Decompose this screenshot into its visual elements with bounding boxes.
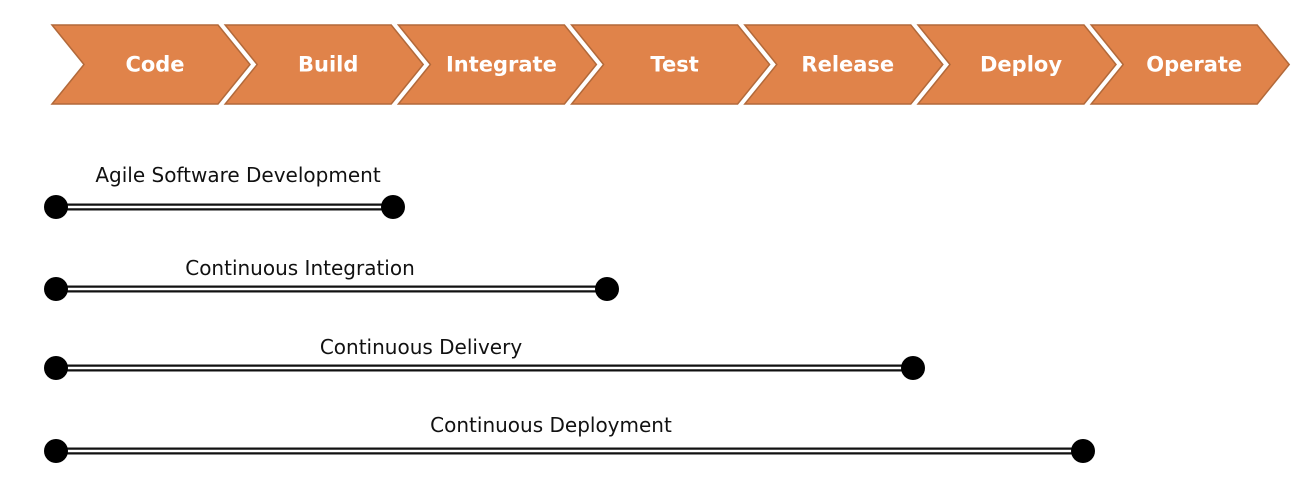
stage-chevron-shape: [1089, 24, 1291, 105]
span-label: Continuous Integration: [185, 256, 415, 280]
stage-label: Test: [650, 53, 698, 77]
span-continuous-delivery: Continuous Delivery: [44, 335, 925, 380]
span-end-dot: [595, 277, 619, 301]
stage-deploy: Deploy: [916, 24, 1117, 105]
stage-label: Deploy: [980, 53, 1062, 77]
pipeline-stages: Code Build Integrate Test Release Deploy Opera…: [50, 24, 1291, 105]
stage-chevron-shape: [570, 24, 771, 105]
stage-chevron-shape: [50, 24, 251, 105]
span-continuous-deployment: Continuous Deployment: [44, 413, 1095, 463]
span-continuous-integration: Continuous Integration: [44, 256, 619, 301]
stage-chevron-shape: [396, 24, 598, 105]
span-agile-software-development: Agile Software Development: [44, 163, 405, 219]
stage-chevron-shape: [223, 24, 425, 105]
span-end-dot: [1071, 439, 1095, 463]
stage-label: Integrate: [446, 53, 557, 77]
span-label: Continuous Deployment: [430, 413, 672, 437]
stage-chevron-shape: [916, 24, 1117, 105]
stage-code: Code: [50, 24, 251, 105]
stage-chevron-shape: [743, 24, 944, 105]
stage-integrate: Integrate: [396, 24, 598, 105]
span-end-dot: [901, 356, 925, 380]
stage-release: Release: [743, 24, 944, 105]
stage-operate: Operate: [1089, 24, 1291, 105]
stage-label: Code: [125, 53, 184, 77]
stage-test: Test: [570, 24, 771, 105]
stage-label: Build: [298, 53, 358, 77]
stage-label: Operate: [1146, 53, 1242, 77]
span-start-dot: [44, 195, 68, 219]
span-label: Continuous Delivery: [320, 335, 522, 359]
span-label: Agile Software Development: [95, 163, 380, 187]
span-start-dot: [44, 356, 68, 380]
span-start-dot: [44, 277, 68, 301]
span-end-dot: [381, 195, 405, 219]
stage-label: Release: [801, 53, 894, 77]
span-start-dot: [44, 439, 68, 463]
stage-build: Build: [223, 24, 425, 105]
